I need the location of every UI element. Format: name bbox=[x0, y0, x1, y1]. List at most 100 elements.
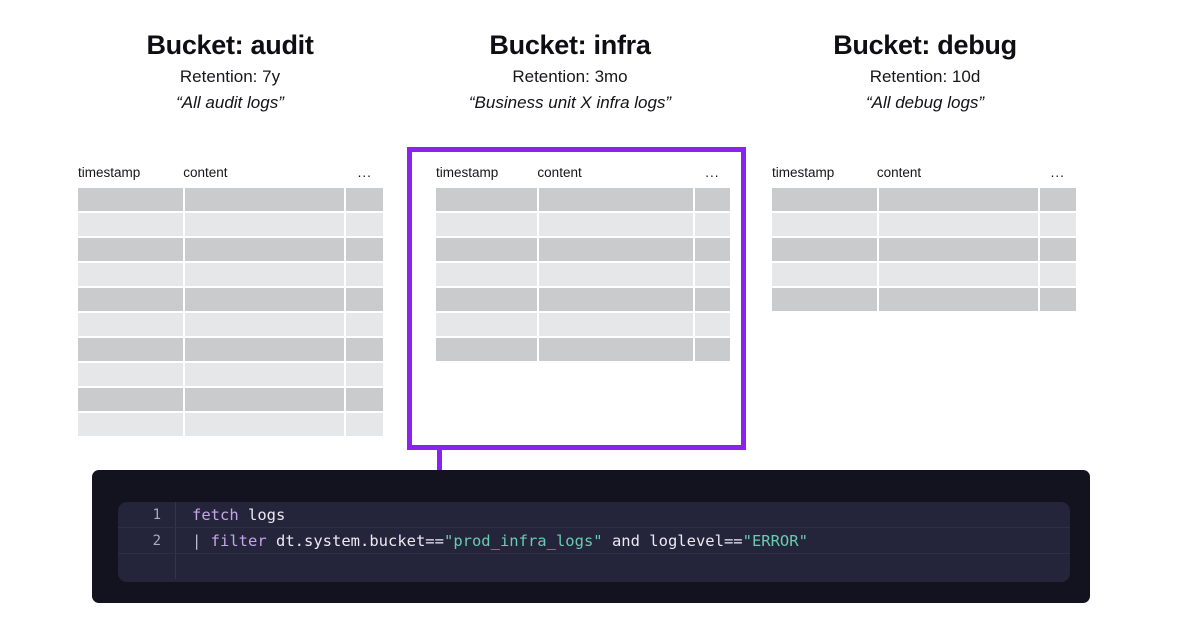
table-cell bbox=[436, 263, 538, 286]
table-body bbox=[436, 188, 730, 361]
table-cell bbox=[346, 188, 383, 211]
bucket-description-debug: “All debug logs” bbox=[865, 92, 985, 112]
table-cell bbox=[1039, 263, 1076, 286]
table-row bbox=[78, 388, 383, 411]
code-line-text[interactable]: fetch logs bbox=[176, 506, 1070, 524]
table-cell bbox=[539, 313, 693, 336]
bucket-header-audit: Bucket: audit Retention: 7y “All audit l… bbox=[60, 0, 400, 115]
column-header-more: ... bbox=[357, 165, 372, 180]
table-cell bbox=[539, 213, 693, 236]
code-token-plain: logs bbox=[238, 505, 286, 524]
table-cell bbox=[346, 263, 383, 286]
table-cell bbox=[694, 288, 730, 311]
table-cell bbox=[772, 263, 877, 286]
table-cell bbox=[78, 413, 184, 436]
table-row bbox=[78, 213, 383, 236]
table-row bbox=[772, 213, 1076, 236]
bucket-column-audit: Bucket: audit Retention: 7y “All audit l… bbox=[60, 0, 400, 115]
table-cell bbox=[346, 338, 383, 361]
bucket-column-infra: Bucket: infra Retention: 3mo “Business u… bbox=[400, 0, 740, 115]
log-table-infra: timestamp content ... bbox=[436, 165, 730, 363]
line-number: 1 bbox=[118, 502, 176, 527]
bucket-retention-audit: Retention: 7y bbox=[179, 66, 281, 86]
table-cell bbox=[694, 188, 730, 211]
table-row bbox=[78, 263, 383, 286]
table-cell bbox=[185, 338, 345, 361]
table-row bbox=[78, 288, 383, 311]
table-cell bbox=[78, 388, 184, 411]
table-row bbox=[78, 238, 383, 261]
code-token-keyword: fetch bbox=[192, 505, 239, 524]
table-cell bbox=[878, 288, 1038, 311]
table-cell bbox=[78, 188, 184, 211]
code-token-keyword: filter bbox=[210, 531, 267, 550]
table-row bbox=[772, 238, 1076, 261]
column-header-more: ... bbox=[705, 165, 720, 180]
table-cell bbox=[772, 213, 877, 236]
table-cell bbox=[346, 238, 383, 261]
table-cell bbox=[185, 263, 345, 286]
table-cell bbox=[878, 213, 1038, 236]
bucket-title-debug: Bucket: debug bbox=[833, 30, 1017, 60]
bucket-title-audit: Bucket: audit bbox=[146, 30, 314, 60]
code-line-empty[interactable] bbox=[118, 554, 1070, 579]
log-table-debug: timestamp content ... bbox=[772, 165, 1076, 313]
table-cell bbox=[346, 413, 383, 436]
column-header-content: content bbox=[537, 165, 582, 180]
column-header-content: content bbox=[876, 165, 922, 180]
table-cell bbox=[772, 288, 877, 311]
table-cell bbox=[346, 288, 383, 311]
table-row bbox=[772, 188, 1076, 211]
table-cell bbox=[539, 263, 693, 286]
table-cell bbox=[436, 188, 538, 211]
bucket-header-infra: Bucket: infra Retention: 3mo “Business u… bbox=[400, 0, 740, 115]
code-token-string: "ERROR" bbox=[742, 531, 808, 550]
table-row bbox=[78, 413, 383, 436]
table-cell bbox=[185, 238, 345, 261]
table-row bbox=[78, 313, 383, 336]
code-line: 2| filter dt.system.bucket=="prod_infra_… bbox=[118, 528, 1070, 554]
table-row bbox=[436, 213, 730, 236]
table-row bbox=[772, 288, 1076, 311]
table-cell bbox=[1039, 288, 1076, 311]
table-cell bbox=[346, 363, 383, 386]
bucket-retention-infra: Retention: 3mo bbox=[512, 66, 628, 86]
table-cell bbox=[436, 238, 538, 261]
table-cell bbox=[78, 238, 184, 261]
table-row bbox=[772, 263, 1076, 286]
code-line-text[interactable]: | filter dt.system.bucket=="prod_infra_l… bbox=[176, 532, 1070, 550]
bucket-title-infra: Bucket: infra bbox=[489, 30, 651, 60]
table-header-row: timestamp content ... bbox=[78, 165, 383, 188]
table-cell bbox=[78, 263, 184, 286]
table-cell bbox=[436, 213, 538, 236]
table-row bbox=[436, 188, 730, 211]
table-row bbox=[436, 288, 730, 311]
table-cell bbox=[78, 213, 184, 236]
table-cell bbox=[185, 213, 345, 236]
table-cell bbox=[539, 288, 693, 311]
table-cell bbox=[1039, 188, 1076, 211]
table-cell bbox=[878, 188, 1038, 211]
table-row bbox=[436, 238, 730, 261]
table-cell bbox=[78, 338, 184, 361]
table-header-row: timestamp content ... bbox=[772, 165, 1076, 188]
table-row bbox=[78, 363, 383, 386]
line-number-empty bbox=[118, 554, 176, 579]
table-cell bbox=[185, 388, 345, 411]
table-cell bbox=[78, 313, 184, 336]
table-cell bbox=[539, 188, 693, 211]
table-cell bbox=[185, 363, 345, 386]
table-header-row: timestamp content ... bbox=[436, 165, 730, 188]
table-cell bbox=[772, 238, 877, 261]
table-row bbox=[436, 313, 730, 336]
table-cell bbox=[346, 213, 383, 236]
table-cell bbox=[1039, 238, 1076, 261]
table-cell bbox=[539, 338, 693, 361]
table-cell bbox=[694, 213, 730, 236]
table-cell bbox=[436, 338, 538, 361]
table-cell bbox=[694, 338, 730, 361]
code-token-plain: and loglevel== bbox=[602, 531, 743, 550]
